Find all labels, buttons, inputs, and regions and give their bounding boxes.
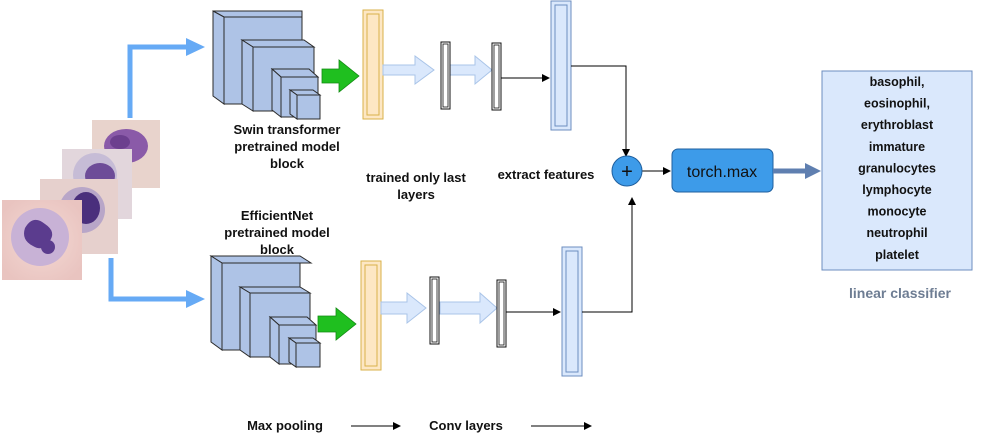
class-item: neutrophil [866,226,927,240]
blood-cell-images [2,120,160,280]
class-item: monocyte [867,205,926,219]
efficientnet-label-line-1: EfficientNet [241,208,314,223]
torch-max-node: torch.max [671,148,774,193]
concat-plus-node: + [611,155,643,187]
class-item: lymphocyte [862,183,932,197]
linear-classifier-label: linear classifier [849,285,952,301]
green-arrow-top [321,59,360,93]
feature-layer-top [550,0,572,131]
trained-label-line-1: trained only last [366,170,466,185]
trained-label-line-2: layers [397,187,435,202]
extract-features-label: extract features [498,167,595,182]
efficientnet-label-line-2: pretrained model [224,225,329,240]
trained-layers-label: trained only last layers [366,170,466,202]
class-item: platelet [875,248,920,262]
green-arrow-bottom [317,307,357,341]
efficientnet-label: EfficientNet pretrained model block [224,208,329,257]
arrow-feature-bottom-to-plus [582,197,636,313]
torch-max-label: torch.max [687,164,757,181]
cube-tiny [288,89,322,120]
input-arrow-top [127,38,205,118]
class-item: basophil, [870,75,925,89]
plus-symbol: + [621,161,633,183]
pool-layer-bottom [360,260,382,371]
class-list: basophil, eosinophil, erythroblast immature… [858,75,936,262]
classifier-box [821,70,973,271]
efficientnet-cube-stack [209,255,322,368]
light-arrow-bottom-2 [439,291,498,325]
cube-tiny [287,337,322,368]
legend-max-pooling-label: Max pooling [247,418,323,433]
input-arrow-bottom [108,258,205,308]
pool-layer-top [362,9,384,120]
light-arrow-top-2 [449,54,493,86]
legend-conv-layers-label: Conv layers [429,418,503,433]
cell-image-4 [2,200,82,280]
light-arrow-bottom-1 [380,291,427,325]
class-item: erythroblast [861,118,934,132]
swin-cube-stack [212,10,322,120]
swin-label-line-3: block [270,156,305,171]
class-item: granulocytes [858,161,936,175]
conv-layers-bottom [429,276,507,348]
efficientnet-label-line-3: block [260,242,295,257]
swin-label-line-2: pretrained model [234,139,339,154]
class-item: immature [869,140,925,154]
feature-layer-bottom [561,246,583,377]
legend: Max pooling Conv layers [247,418,592,433]
conv-layers-top [440,41,502,111]
arrow-feature-top-to-plus [571,65,630,157]
swin-label: Swin transformer pretrained model block [234,122,341,171]
class-item: eosinophil, [864,97,930,111]
swin-label-line-1: Swin transformer [234,122,341,137]
light-arrow-top-1 [382,55,435,85]
arrow-to-classifier [773,163,821,179]
